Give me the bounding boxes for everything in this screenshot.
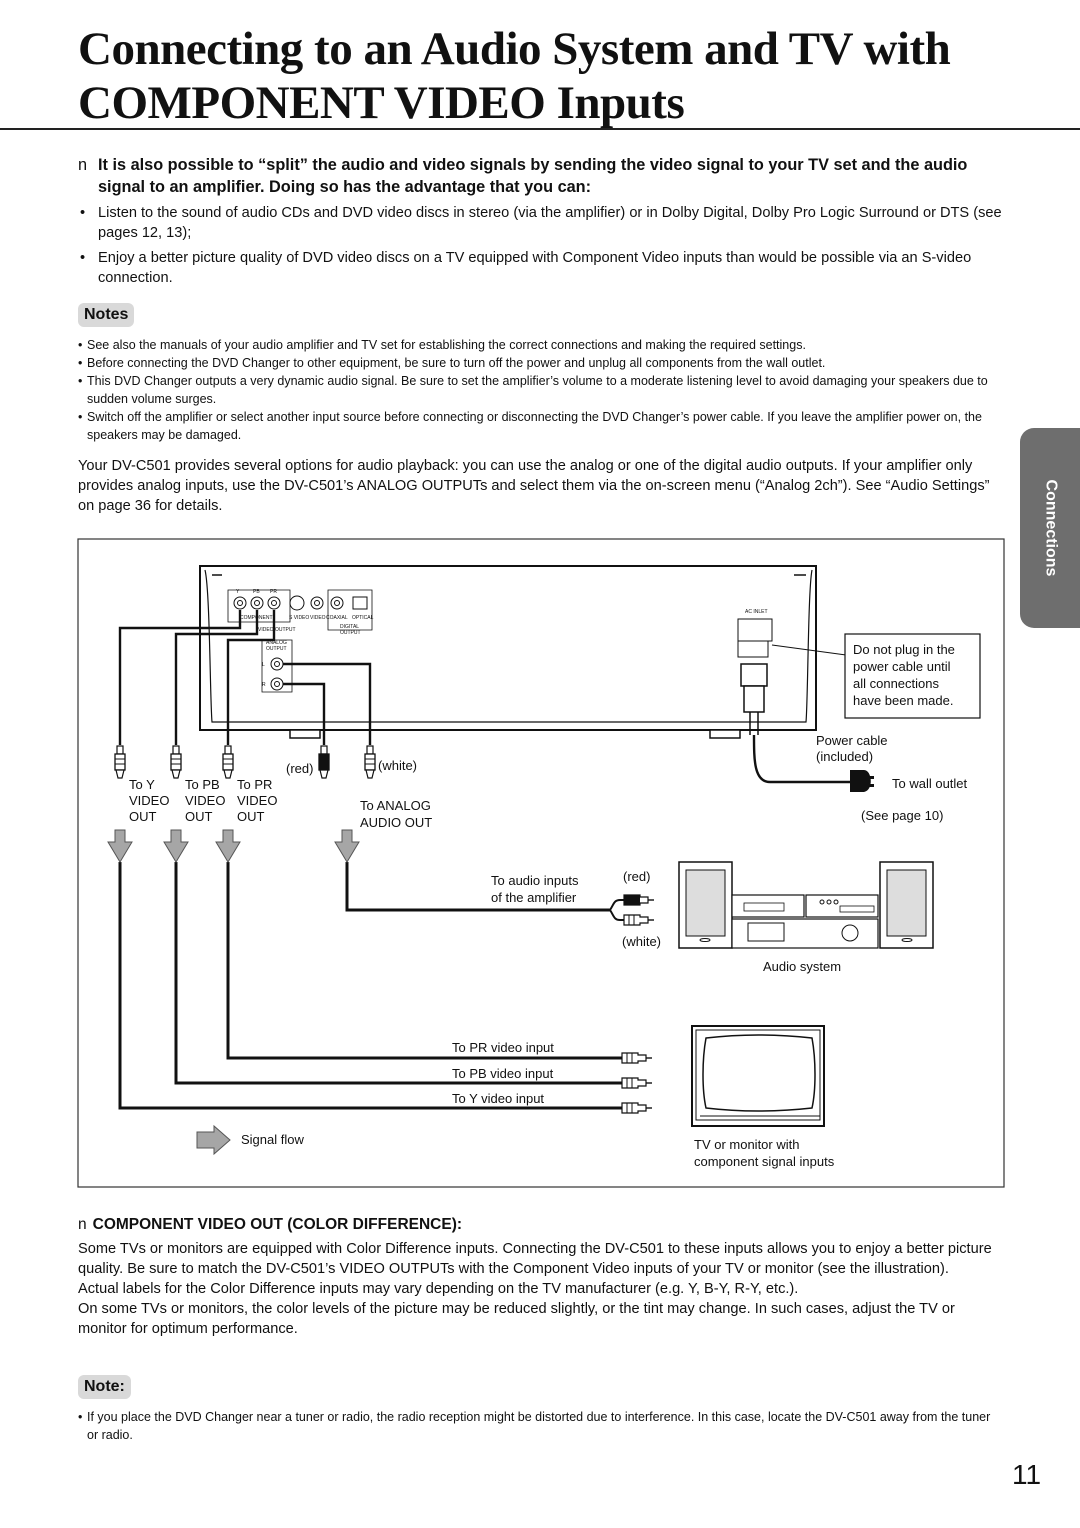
video-output-label: VIDEO OUTPUT [258, 627, 296, 633]
component-section-title: COMPONENT VIDEO OUT (COLOR DIFFERENCE): [92, 1216, 463, 1233]
tv-illustration [691, 1025, 825, 1127]
power-cable-label: Power cable [816, 733, 888, 748]
intro-bullet: Listen to the sound of audio CDs and DVD… [78, 203, 1003, 243]
pb-input-label: To PB video input [452, 1066, 554, 1081]
red-label: (red) [286, 761, 313, 776]
dvd-changer-rear-panel: Y PB PR COMPONENT S VIDEO VIDEO COAXIAL … [199, 565, 817, 739]
white-label: (white) [378, 758, 417, 773]
component-section-heading: n COMPONENT VIDEO OUT (COLOR DIFFERENCE): [78, 1216, 1003, 1234]
title-rule [0, 128, 1080, 130]
amp-inputs-label: of the amplifier [491, 890, 577, 905]
to-pr-label: OUT [237, 809, 265, 824]
diagram-frame [77, 538, 1005, 1188]
to-pb-label: To PB [185, 777, 220, 792]
to-pb-label: VIDEO [185, 793, 225, 808]
signal-flow-arrows [107, 829, 360, 863]
amp-red-label: (red) [623, 869, 650, 884]
tv-caption-line: TV or monitor with [694, 1137, 799, 1152]
intro-bullets: Listen to the sound of audio CDs and DVD… [78, 203, 1003, 293]
notes-list: See also the manuals of your audio ampli… [78, 336, 1003, 444]
power-cable [740, 644, 874, 792]
to-y-label: OUT [129, 809, 157, 824]
intro-marker: n [78, 156, 88, 174]
note-item: Switch off the amplifier or select anoth… [78, 408, 1003, 444]
svideo-label: S VIDEO [289, 615, 309, 621]
pr-input-label: To PR video input [452, 1040, 554, 1055]
note-item: Before connecting the DVD Changer to oth… [78, 354, 1003, 372]
video-cables [118, 610, 276, 745]
warning-line: all connections [853, 676, 939, 691]
signal-flow-legend-arrow [196, 1124, 231, 1156]
audio-options-paragraph: Your DV-C501 provides several options fo… [78, 458, 990, 514]
to-analog-label: To ANALOG [360, 798, 431, 813]
page-title: Connecting to an Audio System and TV wit… [78, 23, 951, 129]
component-paragraph: Actual labels for the Color Difference i… [78, 1281, 799, 1297]
to-y-label: To Y [129, 777, 155, 792]
warning-line: Do not plug in the [853, 642, 955, 657]
analog-output-label-2: OUTPUT [266, 646, 287, 652]
jack-label-pb: PB [253, 589, 260, 595]
warning-line: have been made. [853, 693, 953, 708]
audio-system-illustration [678, 861, 934, 949]
notes-heading: Notes [78, 303, 135, 327]
warning-line: power cable until [853, 659, 951, 674]
tv-cables [118, 862, 622, 1110]
to-pb-label: OUT [185, 809, 213, 824]
warning-callout-box [844, 633, 981, 719]
analog-output-label-1: ANALOG [266, 640, 287, 646]
connection-diagram: Y PB PR COMPONENT S VIDEO VIDEO COAXIAL … [77, 538, 1005, 1188]
component-section-marker: n [78, 1216, 87, 1233]
power-cable-label: (included) [816, 749, 873, 764]
jack-label-pr: PR [270, 589, 277, 595]
page-number: 11 [1012, 1459, 1042, 1490]
component-paragraph: Some TVs or monitors are equipped with C… [78, 1241, 992, 1277]
to-analog-label: AUDIO OUT [360, 815, 432, 830]
y-input-label: To Y video input [452, 1091, 544, 1106]
see-page-label: (See page 10) [861, 808, 943, 823]
note-item: This DVD Changer outputs a very dynamic … [78, 372, 1003, 408]
intro-bullet: Enjoy a better picture quality of DVD vi… [78, 248, 1003, 288]
optical-label: OPTICAL [352, 615, 374, 621]
wall-outlet-label: To wall outlet [892, 776, 968, 791]
intro-lead: n It is also possible to “split” the aud… [78, 154, 1003, 198]
to-y-label: VIDEO [129, 793, 169, 808]
channel-right-label: R [262, 682, 266, 688]
signal-flow-label: Signal flow [241, 1132, 304, 1147]
to-pr-label: VIDEO [237, 793, 277, 808]
video-label: VIDEO [310, 615, 326, 621]
ac-inlet-label: AC INLET [745, 609, 768, 615]
digital-output-label-1: DIGITAL [340, 624, 359, 630]
note-item: If you place the DVD Changer near a tune… [78, 1408, 1003, 1444]
section-tab-label: Connections [1042, 479, 1060, 577]
note-list: If you place the DVD Changer near a tune… [78, 1408, 1003, 1444]
amp-white-label: (white) [622, 934, 661, 949]
component-paragraph: On some TVs or monitors, the color level… [78, 1301, 955, 1337]
audio-cables [283, 662, 372, 745]
audio-system-label: Audio system [763, 959, 841, 974]
jack-label-y: Y [236, 589, 240, 595]
intro-text: It is also possible to “split” the audio… [98, 156, 968, 196]
section-tab: Connections [1020, 428, 1080, 628]
digital-output-label-2: OUTPUT [340, 630, 361, 636]
note-heading: Note: [78, 1375, 131, 1399]
to-pr-label: To PR [237, 777, 272, 792]
component-section-body: Some TVs or monitors are equipped with C… [78, 1239, 1003, 1339]
note-item: See also the manuals of your audio ampli… [78, 336, 1003, 354]
channel-left-label: L [262, 662, 265, 668]
amp-inputs-label: To audio inputs [491, 873, 579, 888]
tv-caption-line: component signal inputs [694, 1154, 835, 1169]
coaxial-label: COAXIAL [326, 615, 348, 621]
